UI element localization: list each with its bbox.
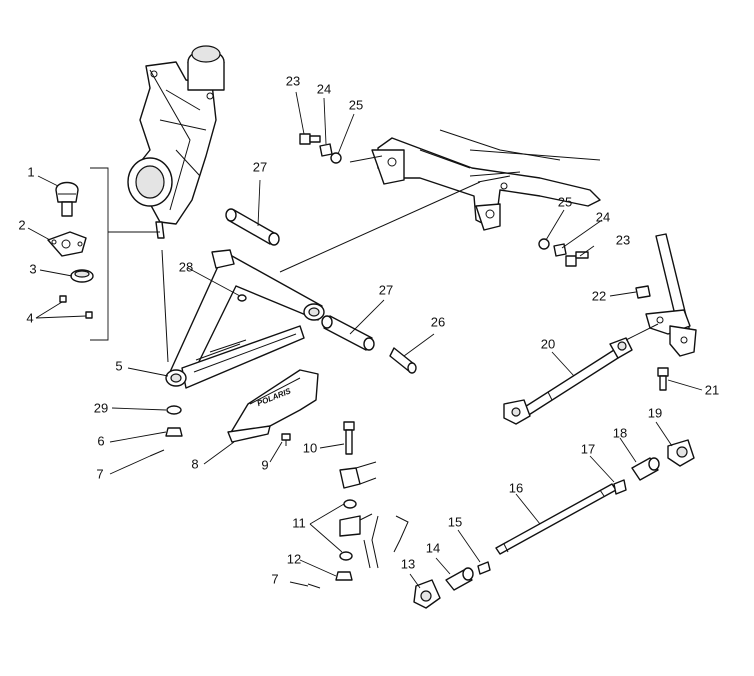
callout-22: 22 (592, 288, 606, 303)
callout-24b: 24 (596, 209, 610, 224)
callout-20: 20 (541, 336, 555, 351)
callout-10: 10 (303, 440, 317, 455)
group-bracket (90, 167, 109, 341)
cotter-pin-2 (307, 583, 321, 589)
a-arm (165, 249, 325, 389)
cotter-pin (149, 449, 165, 457)
tie-rod-clamp (339, 461, 409, 569)
rod-end-14 (445, 567, 474, 591)
callout-12: 12 (287, 551, 301, 566)
callout-7: 7 (96, 466, 103, 481)
retainer-plate (47, 231, 87, 257)
callout-9: 9 (261, 457, 268, 472)
callout-5: 5 (115, 358, 122, 373)
rod-end-18 (631, 457, 660, 481)
callout-25b: 25 (558, 194, 572, 209)
skid-plate: POLARIS (227, 369, 319, 443)
steering-post (625, 233, 697, 357)
washer-25-top (330, 152, 342, 164)
callout-17: 17 (581, 441, 595, 456)
callout-14: 14 (426, 540, 440, 555)
callout-25: 25 (349, 97, 363, 112)
steering-knuckle (127, 45, 225, 363)
screws (59, 295, 93, 319)
callout-16: 16 (509, 480, 523, 495)
nut-24-right (553, 243, 567, 257)
callout-18: 18 (613, 425, 627, 440)
callout-8: 8 (191, 456, 198, 471)
castle-nut (165, 427, 183, 437)
jam-nut-17 (613, 479, 627, 495)
callout-27b: 27 (379, 282, 393, 297)
callout-13: 13 (401, 556, 415, 571)
callout-23b: 23 (616, 232, 630, 247)
pivot-tube-upper (225, 208, 280, 246)
bolt-21 (657, 367, 669, 391)
callout-23: 23 (286, 73, 300, 88)
lock-nut (335, 571, 353, 581)
washer-11a (343, 499, 357, 509)
callout-24: 24 (317, 81, 331, 96)
pivot-tube-lower (321, 315, 375, 351)
callout-27: 27 (253, 159, 267, 174)
ball-joint (55, 181, 79, 217)
washer-11b (339, 551, 353, 561)
callout-2: 2 (18, 217, 25, 232)
bolt-23-right (565, 251, 589, 267)
tie-rod-assembly (503, 337, 633, 425)
washer (166, 405, 182, 415)
callout-21: 21 (705, 382, 719, 397)
ball-joint-boot (70, 269, 94, 283)
nut-24-top (319, 143, 333, 157)
callout-19: 19 (648, 405, 662, 420)
callout-29: 29 (94, 400, 108, 415)
callout-3: 3 (29, 261, 36, 276)
frame-crossmember (279, 129, 601, 273)
washer-25-right (538, 238, 550, 250)
bolt (343, 421, 355, 455)
screw-small (281, 433, 291, 446)
jam-nut-15 (477, 561, 491, 575)
callout-15: 15 (448, 514, 462, 529)
callouts: 1 2 3 4 5 29 6 7 8 9 10 11 12 7 13 14 15… (18, 73, 719, 586)
bushing-sleeve (389, 347, 417, 374)
rod-end-13 (413, 579, 441, 609)
callout-4: 4 (26, 310, 33, 325)
callout-28: 28 (179, 259, 193, 274)
rod-end-19 (667, 439, 695, 467)
callout-6: 6 (97, 433, 104, 448)
bolt-23-top (299, 133, 321, 145)
callout-7b: 7 (271, 571, 278, 586)
callout-11: 11 (292, 515, 306, 530)
nut-22 (635, 285, 651, 299)
leader-lines (27, 91, 703, 589)
callout-1: 1 (27, 164, 34, 179)
callout-26: 26 (431, 314, 445, 329)
